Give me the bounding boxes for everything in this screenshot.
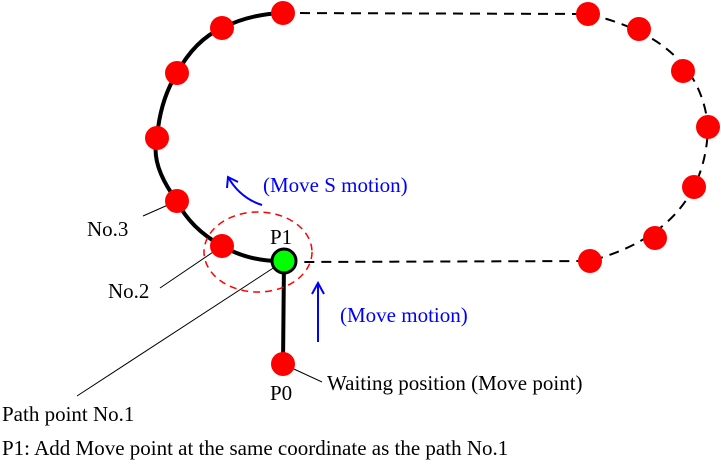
path-points — [145, 1, 720, 376]
path-point — [578, 249, 602, 273]
leader-path-point-no1 — [76, 260, 285, 397]
path-point — [682, 175, 706, 199]
label-move-s-motion: (Move S motion) — [263, 173, 408, 197]
path-point-no2 — [210, 234, 234, 258]
label-waiting-position: Waiting position (Move point) — [327, 371, 583, 395]
label-p0: P0 — [270, 381, 292, 405]
path-point — [165, 61, 189, 85]
leader-no2 — [159, 245, 223, 289]
path-point-no3 — [165, 189, 189, 213]
waiting-point-p0 — [271, 352, 295, 376]
label-path-point-no1: Path point No.1 — [2, 402, 134, 426]
path-point — [210, 16, 234, 40]
path-point — [145, 126, 169, 150]
path-point — [271, 1, 295, 25]
path-point — [643, 226, 667, 250]
dashed-return-path — [282, 12, 710, 263]
label-p1: P1 — [270, 225, 292, 249]
caption: P1: Add Move point at the same coordinat… — [2, 436, 508, 460]
label-move-motion: (Move motion) — [340, 303, 468, 327]
path-point — [627, 17, 651, 41]
path-point — [696, 115, 720, 139]
label-no3: No.3 — [87, 217, 128, 241]
label-no2: No.2 — [108, 279, 149, 303]
move-motion-arrow-icon — [311, 280, 325, 342]
move-point-p1 — [270, 247, 298, 275]
path-point — [671, 59, 695, 83]
path-point — [576, 2, 600, 26]
highlight-ellipse — [203, 211, 313, 293]
move-s-motion-arrow-icon — [226, 175, 263, 206]
